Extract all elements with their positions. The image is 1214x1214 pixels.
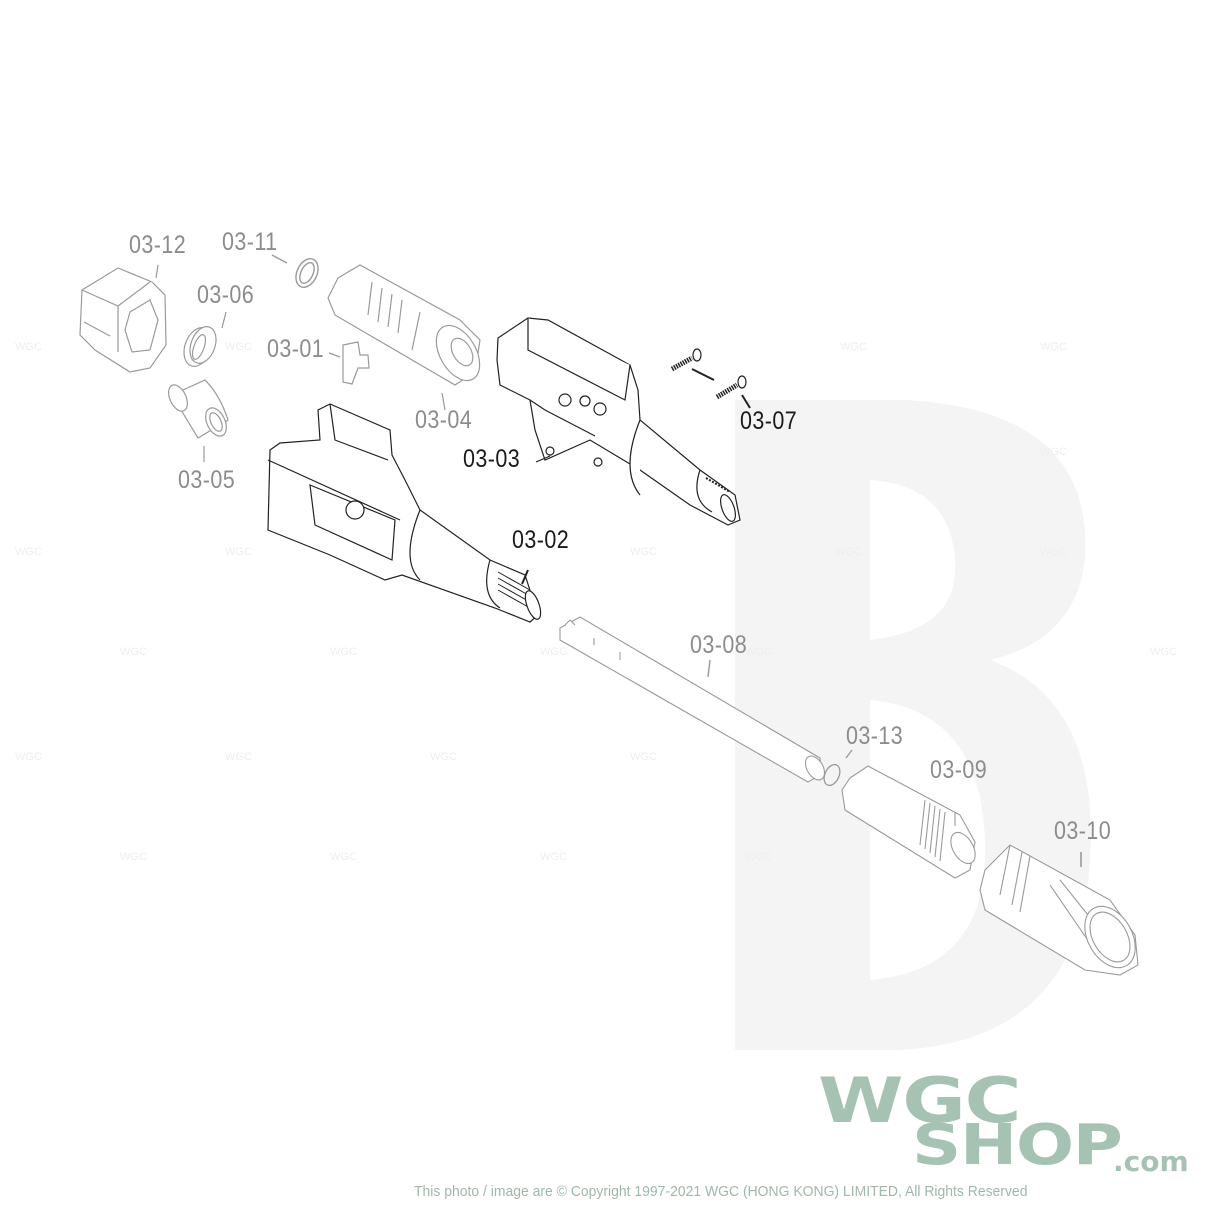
label-03-13: 03-13 — [846, 722, 904, 750]
label-03-03: 03-03 — [463, 445, 521, 473]
part-03-04-drawing — [327, 264, 481, 411]
brand-logo-wgc: WGC — [818, 1064, 1021, 1137]
brand-logo-com: .com — [1113, 1145, 1189, 1178]
brand-logo-shop: SHOP — [912, 1113, 1123, 1178]
part-03-07-drawing — [670, 348, 751, 409]
svg-text:WGC: WGC — [1040, 546, 1067, 558]
svg-text:WGC: WGC — [835, 546, 862, 558]
part-03-12-drawing — [79, 264, 167, 373]
svg-text:WGC: WGC — [430, 751, 457, 763]
part-03-08-drawing — [559, 616, 826, 783]
svg-text:WGC: WGC — [745, 646, 772, 658]
svg-text:WGC: WGC — [120, 851, 147, 863]
svg-text:WGC: WGC — [15, 341, 42, 353]
part-03-10-drawing — [979, 844, 1139, 976]
part-03-09-drawing — [841, 765, 976, 879]
svg-text:WGC: WGC — [225, 751, 252, 763]
part-03-03-drawing — [496, 317, 741, 526]
label-03-11: 03-11 — [222, 228, 278, 256]
background-watermark — [735, 400, 1091, 1050]
svg-text:WGC: WGC — [1150, 646, 1177, 658]
svg-text:WGC: WGC — [15, 546, 42, 558]
svg-text:WGC: WGC — [225, 341, 252, 353]
svg-text:WGC: WGC — [630, 751, 657, 763]
faint-watermark-logos: WGC WGC WGC WGC WGC WGC WGC WGC WGC WGC WGC WGC W… — [15, 341, 1177, 863]
svg-text:WGC: WGC — [1040, 446, 1067, 458]
label-03-08: 03-08 — [690, 631, 748, 659]
label-03-02: 03-02 — [512, 526, 570, 554]
svg-text:WGC: WGC — [225, 546, 252, 558]
svg-text:WGC: WGC — [120, 646, 147, 658]
svg-text:WGC: WGC — [630, 546, 657, 558]
part-03-13-drawing — [823, 749, 853, 787]
label-03-01: 03-01 — [267, 335, 325, 363]
label-03-12: 03-12 — [129, 231, 187, 259]
svg-text:WGC: WGC — [540, 646, 567, 658]
part-03-06-drawing — [183, 311, 227, 367]
svg-text:WGC: WGC — [1040, 341, 1067, 353]
svg-text:WGC: WGC — [15, 751, 42, 763]
copyright-notice: This photo / image are © Copyright 1997-… — [414, 1183, 1028, 1200]
part-03-02-drawing — [267, 403, 542, 623]
svg-text:WGC: WGC — [540, 851, 567, 863]
label-03-04: 03-04 — [415, 406, 473, 434]
svg-text:WGC: WGC — [330, 646, 357, 658]
label-03-07: 03-07 — [740, 407, 798, 435]
part-03-01-drawing — [328, 341, 370, 385]
label-03-10: 03-10 — [1054, 817, 1112, 845]
label-03-09: 03-09 — [930, 756, 988, 784]
label-03-05: 03-05 — [178, 466, 236, 494]
label-03-06: 03-06 — [197, 281, 255, 309]
part-03-11-drawing — [271, 254, 319, 288]
part-03-05-drawing — [168, 379, 229, 462]
svg-text:WGC: WGC — [330, 851, 357, 863]
svg-text:WGC: WGC — [745, 851, 772, 863]
svg-text:WGC: WGC — [840, 341, 867, 353]
